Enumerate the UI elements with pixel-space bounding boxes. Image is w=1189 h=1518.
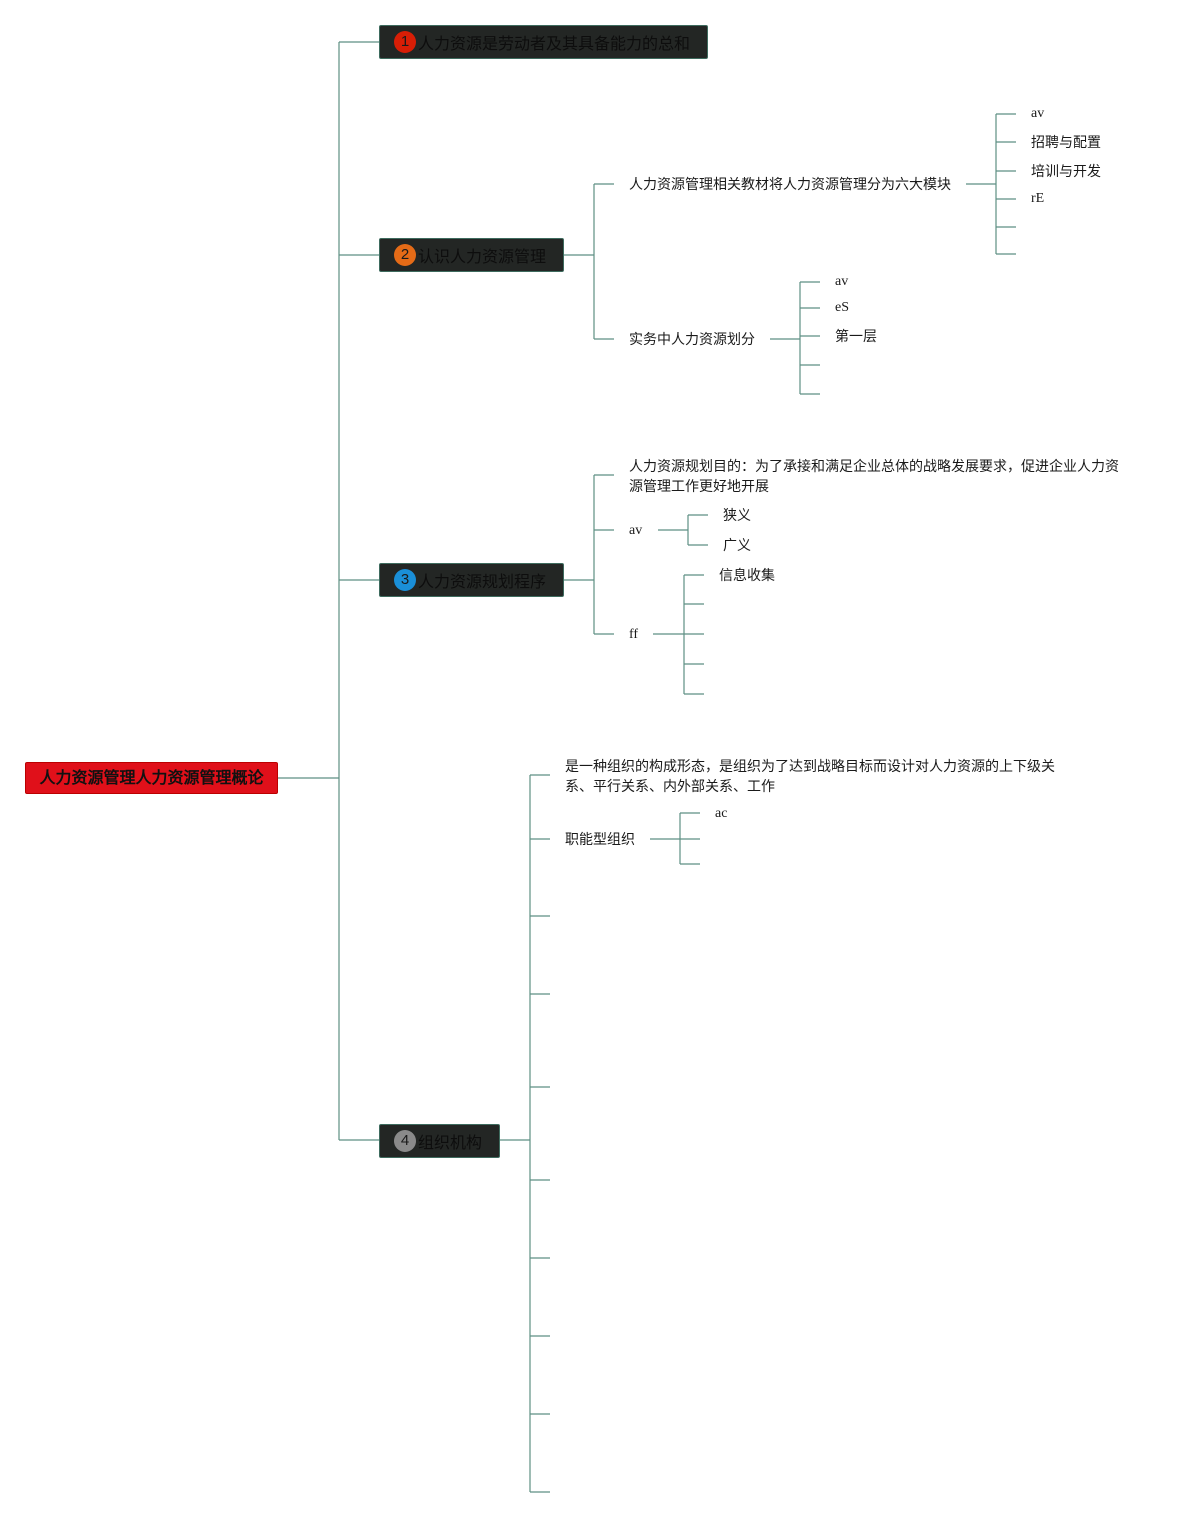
functional-org-node[interactable]: 职能型组织: [565, 831, 635, 847]
planning-av-node[interactable]: av: [629, 523, 643, 538]
planning-av-item-1[interactable]: 狭义: [723, 507, 751, 523]
badge-1: 1: [394, 31, 416, 53]
practice-item-1[interactable]: av: [835, 274, 849, 289]
topic-4[interactable]: 4 组织机构: [379, 1124, 500, 1158]
practice-split-node[interactable]: 实务中人力资源划分: [629, 331, 755, 347]
practice-item-3[interactable]: 第一层: [835, 328, 877, 344]
planning-ff-item-1[interactable]: 信息收集: [719, 567, 775, 583]
topic-1[interactable]: 1 人力资源是劳动者及其具备能力的总和: [379, 25, 708, 59]
badge-3: 3: [394, 569, 416, 591]
planning-ff-node[interactable]: ff: [629, 627, 639, 642]
practice-item-2[interactable]: eS: [835, 300, 849, 315]
planning-av-item-2[interactable]: 广义: [723, 537, 751, 553]
functional-org-item-1[interactable]: ac: [715, 806, 728, 821]
six-modules-node[interactable]: 人力资源管理相关教材将人力资源管理分为六大模块: [629, 176, 951, 192]
org-definition-node[interactable]: 是一种组织的构成形态，是组织为了达到战略目标而设计对人力资源的上下级关系、平行关…: [565, 758, 1055, 794]
badge-2: 2: [394, 244, 416, 266]
topic-3[interactable]: 3 人力资源规划程序: [379, 563, 564, 597]
topic-4-label: 组织机构: [418, 1135, 483, 1152]
topic-3-label: 人力资源规划程序: [418, 574, 547, 591]
topic-2-label: 认识人力资源管理: [418, 249, 547, 266]
planning-purpose-node[interactable]: 人力资源规划目的：为了承接和满足企业总体的战略发展要求，促进企业人力资源管理工作…: [629, 458, 1119, 494]
root-topic[interactable]: 人力资源管理人力资源管理概论: [25, 762, 278, 794]
root-topic-label: 人力资源管理人力资源管理概论: [39, 770, 264, 787]
six-modules-item-3[interactable]: 培训与开发: [1031, 163, 1101, 179]
six-modules-item-1[interactable]: av: [1031, 106, 1045, 121]
six-modules-item-4[interactable]: rE: [1031, 191, 1045, 206]
badge-4: 4: [394, 1130, 416, 1152]
topic-1-label: 人力资源是劳动者及其具备能力的总和: [418, 36, 691, 53]
topic-2[interactable]: 2 认识人力资源管理: [379, 238, 564, 272]
six-modules-item-2[interactable]: 招聘与配置: [1031, 134, 1101, 150]
